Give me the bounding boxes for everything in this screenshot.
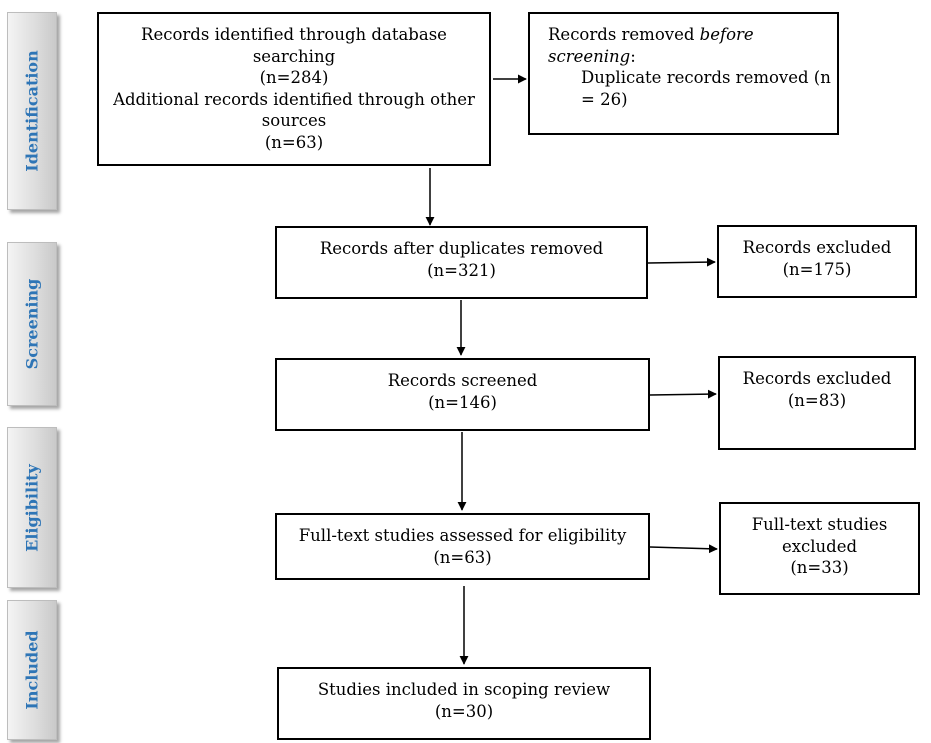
fulltext-title: Full-text studies assessed for eligibili…: [298, 526, 627, 545]
screened-title: Records screened: [387, 371, 538, 390]
studies-included-box: Studies included in scoping review (n=30…: [277, 667, 651, 740]
identified-line-5: sources: [261, 111, 327, 130]
records-excluded-box-1: Records excluded (n=175): [717, 225, 917, 298]
excluded-1-count: (n=175): [782, 259, 852, 279]
removed-label-suffix: :: [630, 46, 636, 66]
removed-label-em: before: [699, 25, 754, 44]
fulltext-assessed-box: Full-text studies assessed for eligibili…: [275, 513, 650, 580]
arrow-screened-to-excluded: [649, 389, 717, 399]
fulltext-count: (n=63): [433, 547, 492, 567]
phase-eligibility: Eligibility: [7, 427, 57, 588]
fulltext-excluded-line-2: excluded: [781, 536, 858, 556]
arrow-fulltext-to-excluded: [649, 544, 718, 554]
removed-label-em2: screening: [548, 46, 631, 66]
phase-screening: Screening: [7, 242, 57, 406]
fulltext-excluded-box: Full-text studies excluded (n=33): [719, 502, 920, 595]
identified-line-4: Additional records identified through ot…: [113, 89, 475, 109]
included-count: (n=30): [434, 701, 494, 721]
removed-heading-2: screening:: [548, 46, 837, 68]
removed-heading: Records removed before: [548, 24, 837, 46]
excluded-2-count: (n=83): [787, 390, 847, 410]
phase-identification: Identification: [7, 12, 57, 210]
records-after-duplicates-box: Records after duplicates removed (n=321): [275, 226, 648, 299]
removed-line-2: Duplicate records removed (n: [581, 68, 831, 87]
arrow-after-duplicates-to-excluded: [647, 257, 716, 267]
phase-included: Included: [7, 600, 57, 740]
fulltext-excluded-count: (n=33): [790, 558, 849, 577]
removed-label-prefix: Records removed: [548, 25, 700, 44]
after-duplicates-title: Records after duplicates removed: [319, 239, 604, 258]
included-title: Studies included in scoping review: [317, 680, 611, 699]
fulltext-excluded-line-1: Full-text studies: [751, 515, 888, 534]
records-screened-box: Records screened (n=146): [275, 358, 650, 431]
removed-line-3: = 26): [581, 89, 628, 109]
records-identified-box: Records identified through database sear…: [97, 12, 491, 166]
records-removed-box: Records removed before screening: Duplic…: [528, 12, 839, 135]
identified-line-1: Records identified through database: [141, 25, 447, 44]
screened-count: (n=146): [428, 392, 497, 412]
after-duplicates-count: (n=321): [427, 260, 496, 280]
excluded-1-title: Records excluded: [742, 238, 892, 257]
records-excluded-box-2: Records excluded (n=83): [718, 356, 916, 450]
identified-line-2: searching: [252, 46, 336, 66]
identified-line-3: (n=284): [259, 68, 329, 87]
excluded-2-title: Records excluded: [742, 369, 892, 388]
identified-line-6: (n=63): [264, 132, 324, 152]
